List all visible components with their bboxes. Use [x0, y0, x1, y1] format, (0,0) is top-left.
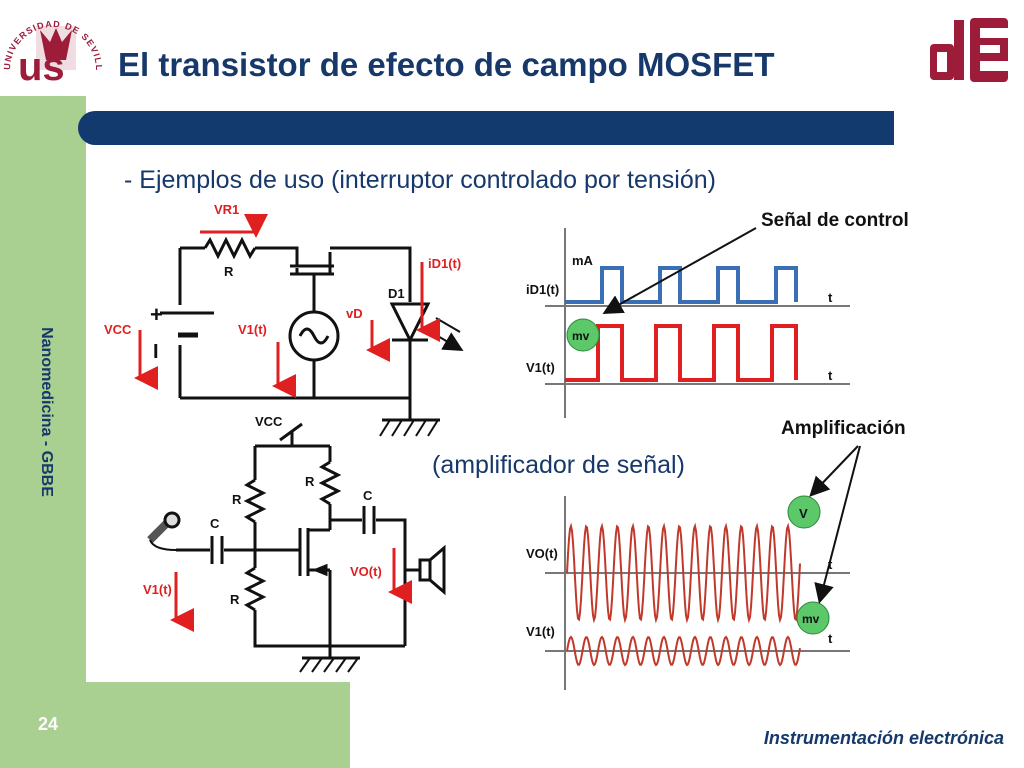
control-signal-arrow — [602, 227, 757, 314]
resistor-r-top-right — [318, 460, 342, 506]
vo-sine-waveform — [566, 522, 801, 624]
amplifier-circuit — [147, 422, 446, 673]
v-badge — [787, 495, 821, 529]
amplifier-subtitle: (amplificador de señal) — [432, 451, 685, 479]
v1-sine-waveform — [566, 635, 801, 667]
department-logo: dE — [926, 18, 1008, 87]
amplification-label: Amplificación — [781, 418, 906, 439]
plot2-v1-label: V1(t) — [526, 624, 555, 639]
id1-label: iD1(t) — [428, 256, 461, 271]
minus-sign: I — [153, 341, 159, 363]
plus-sign: + — [150, 302, 163, 327]
r-top-right-label: R — [305, 474, 315, 489]
d1-label: D1 — [388, 286, 405, 301]
vo-label: VO(t) — [350, 564, 382, 579]
plot1-t1: t — [828, 290, 833, 305]
department-logo-letters: dE — [926, 85, 929, 87]
mv-badge-1 — [566, 318, 600, 352]
university-logo-letters: us — [18, 45, 65, 89]
r-bottom-label: R — [230, 592, 240, 607]
vcc-label: VCC — [104, 322, 132, 337]
mv-text-1: mv — [572, 329, 590, 343]
eagle-icon — [40, 28, 72, 60]
resistor-r-bottom — [243, 566, 267, 612]
v1-square-waveform — [565, 324, 798, 382]
plot2-t2: t — [828, 631, 833, 646]
resistor-r-top-left — [243, 478, 267, 524]
footer-band — [0, 682, 350, 768]
switch-waveforms: mv mA iD1(t) V1(t) t t — [526, 227, 850, 418]
id1-waveform — [565, 266, 798, 304]
footer-text: Instrumentación electrónica — [763, 728, 1004, 748]
plot2-vo-label: VO(t) — [526, 546, 558, 561]
university-logo: UNIVERSIDAD DE SEVILLA us — [0, 0, 103, 89]
plot2-t1: t — [828, 557, 833, 572]
sidebar-band — [0, 96, 86, 768]
mv-text-2: mv — [802, 612, 820, 626]
amplification-arrow-1 — [809, 445, 859, 497]
plot1-t2: t — [828, 368, 833, 383]
v1-input-label: V1(t) — [143, 582, 172, 597]
c-out-label: C — [363, 488, 373, 503]
resistor-r — [203, 236, 257, 260]
plot1-id1-label: iD1(t) — [526, 282, 559, 297]
vcc2-label: VCC — [255, 414, 283, 429]
amplification-arrow-2 — [814, 445, 861, 604]
ma-label: mA — [572, 253, 594, 268]
c-in-label: C — [210, 516, 220, 531]
v-text: V — [799, 506, 808, 521]
slide-subtitle: - Ejemplos de uso (interruptor controlad… — [124, 166, 716, 194]
v1-label: V1(t) — [238, 322, 267, 337]
vr1-label: VR1 — [214, 202, 239, 217]
page-number: 24 — [38, 714, 59, 734]
content-panel — [86, 96, 1024, 682]
amplifier-waveforms: V mv VO(t) V1(t) t t — [526, 445, 861, 690]
slide-title: El transistor de efecto de campo MOSFET — [118, 46, 775, 83]
r-top-left-label: R — [232, 492, 242, 507]
header-bar — [78, 111, 894, 145]
r-label: R — [224, 264, 234, 279]
mv-badge-2 — [796, 601, 830, 635]
switch-circuit — [160, 236, 460, 437]
vd-label: vD — [346, 306, 363, 321]
plot1-v1-label: V1(t) — [526, 360, 555, 375]
control-signal-label: Señal de control — [761, 210, 909, 231]
